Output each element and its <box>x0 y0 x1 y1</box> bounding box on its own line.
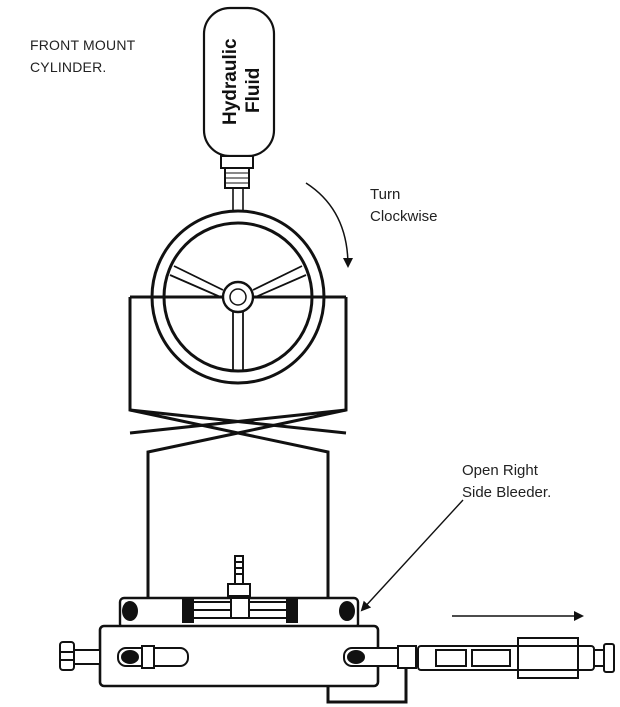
steering-wheel <box>130 209 346 385</box>
turn-label-line2: Clockwise <box>370 208 438 225</box>
turn-label-line1: Turn <box>370 186 401 203</box>
front-mount-label-line1: FRONT MOUNT <box>30 37 136 53</box>
hydraulic-hoses <box>128 297 408 704</box>
open-bleeder-label: Open Right Side Bleeder. <box>462 460 551 504</box>
bleeder-label-line1: Open Right <box>462 462 538 479</box>
hydraulic-fluid-reservoir: Hydraulic Fluid <box>202 6 276 189</box>
front-mount-label-line2: CYLINDER. <box>30 59 107 75</box>
clockwise-arrow <box>305 182 353 268</box>
front-mount-cylinder <box>59 555 615 688</box>
bleeder-pointer-line <box>360 499 464 612</box>
wheel-spokes <box>169 265 307 370</box>
reservoir-label-line1: Hydraulic <box>220 38 241 125</box>
bleeder-label-line2: Side Bleeder. <box>462 484 552 501</box>
front-mount-cylinder-label: FRONT MOUNT CYLINDER. <box>30 34 135 78</box>
turn-clockwise-label: Turn Clockwise <box>370 184 438 228</box>
reservoir-label-line2: Fluid <box>243 68 264 113</box>
